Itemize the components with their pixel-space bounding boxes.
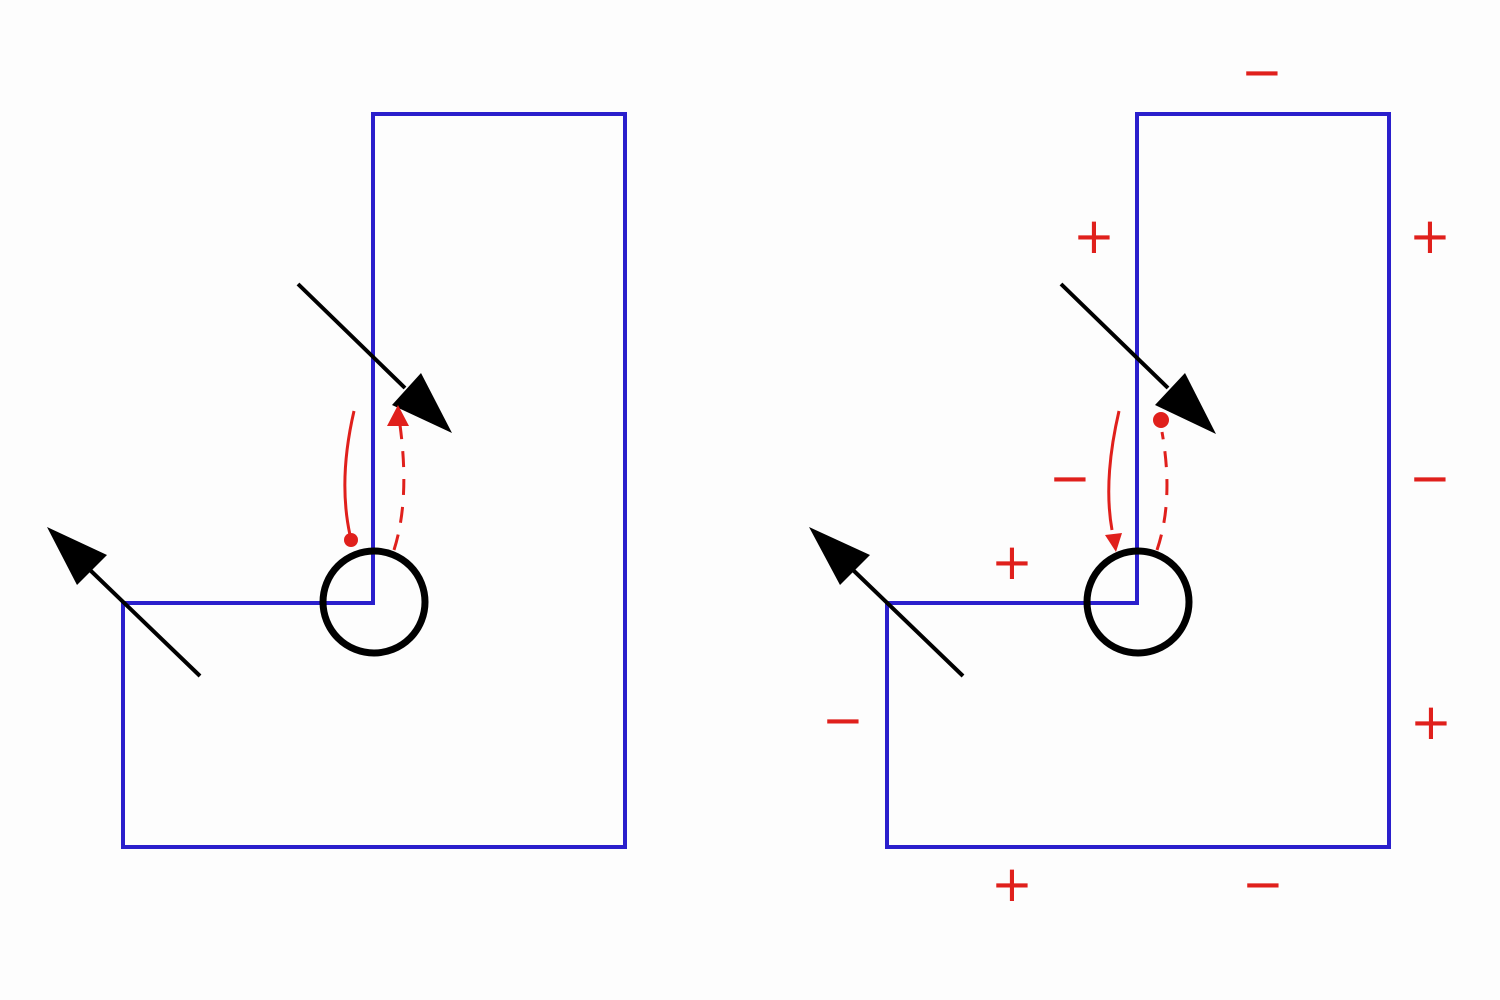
outgoing-arrow-icon (809, 527, 965, 678)
corner-circle-icon (319, 547, 429, 657)
curved-red-arrow-dashed-icon (1153, 412, 1169, 551)
charge-sign: − (1242, 855, 1284, 913)
right-panel: − + + − − + − + + − (809, 43, 1452, 913)
curved-red-arrow-solid-icon (1105, 410, 1122, 552)
charge-sign: + (991, 855, 1033, 913)
charge-sign: + (991, 533, 1033, 591)
l-shape-outline (121, 112, 627, 849)
charge-sign: + (1410, 693, 1452, 751)
charge-sign: − (1049, 449, 1091, 507)
curved-red-arrow-dashed-icon (387, 405, 409, 551)
charge-sign: + (1409, 207, 1451, 265)
l-shape-outline (885, 112, 1391, 849)
corner-circle-icon (1083, 547, 1193, 657)
outgoing-arrow-icon (47, 527, 202, 678)
incoming-arrow-icon (1059, 282, 1216, 434)
incoming-arrow-icon (296, 282, 452, 433)
left-panel (47, 112, 627, 849)
charge-sign: + (1073, 207, 1115, 265)
charge-sign: − (1409, 449, 1451, 507)
charge-sign: − (822, 691, 864, 749)
charge-sign: − (1241, 43, 1283, 101)
curved-red-arrow-solid-icon (343, 410, 358, 547)
